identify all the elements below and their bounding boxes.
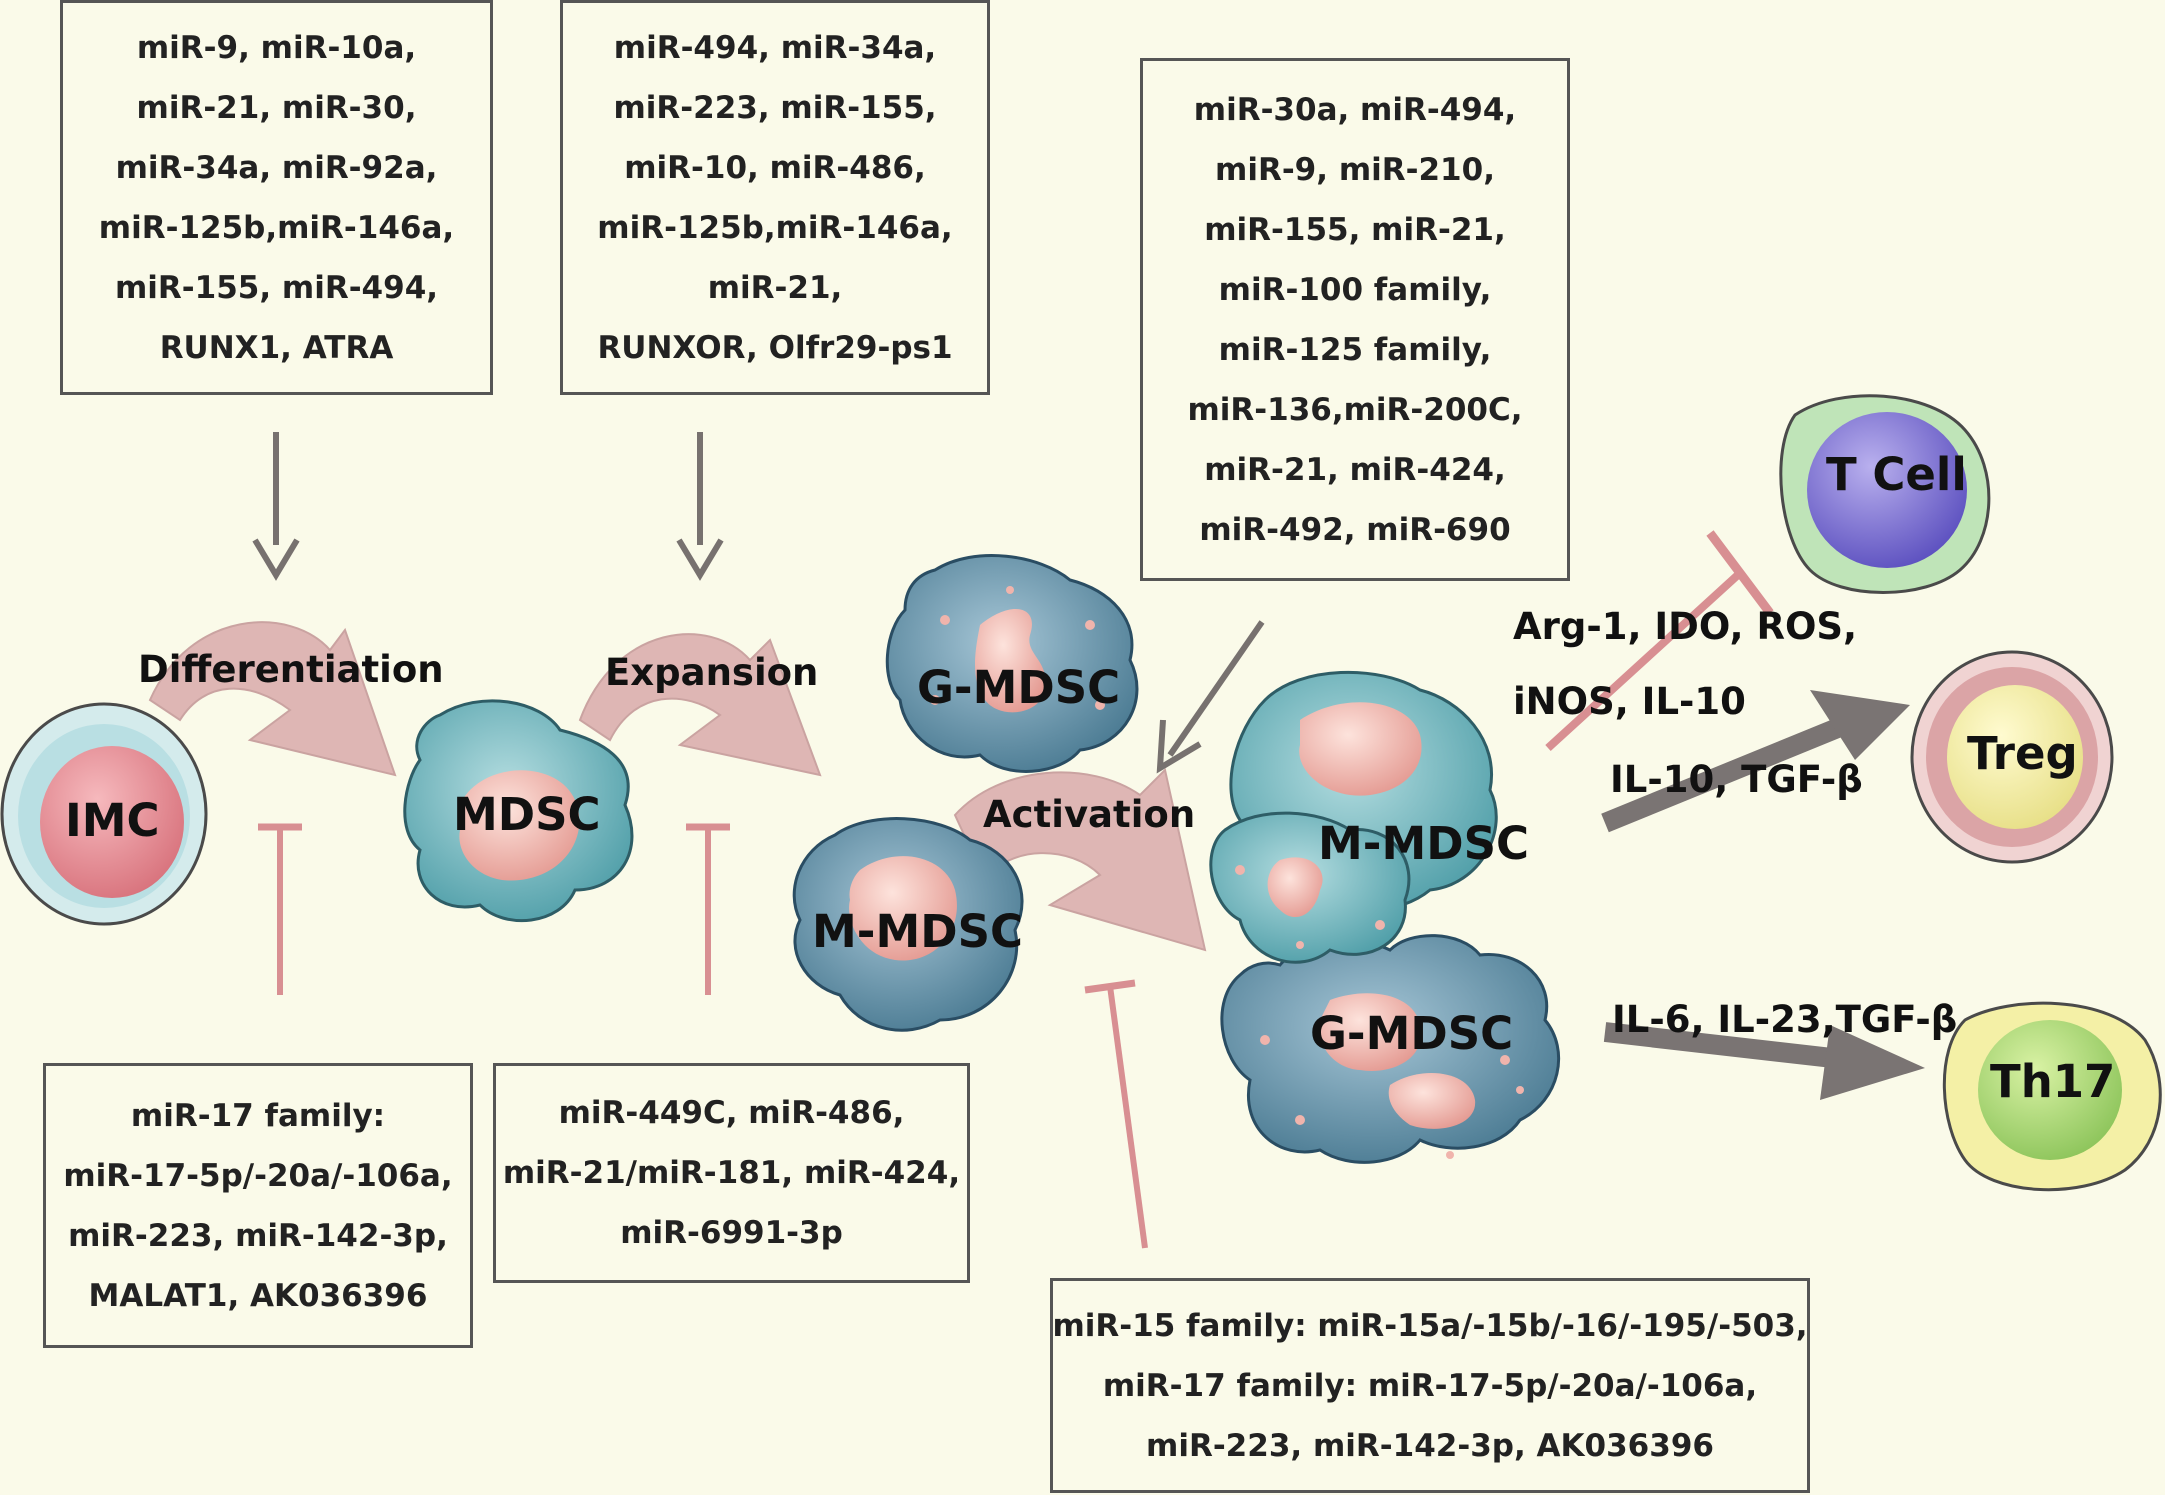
- process-arrow-activation: [953, 768, 1207, 952]
- box-line: miR-449C, miR-486,: [558, 1095, 905, 1131]
- activated-mdsc-cluster: [1209, 670, 1561, 1164]
- th17-cell: [1942, 1001, 2162, 1192]
- box-line: miR-100 family,: [1218, 271, 1492, 308]
- g-mdsc-cell-top: [885, 554, 1139, 773]
- expansion-label: Expansion: [605, 651, 819, 694]
- expansion-inhibitors-box: miR-449C, miR-486, miR-21/miR-181, miR-4…: [493, 1063, 970, 1283]
- box-line: miR-21/miR-181, miR-424,: [502, 1155, 961, 1191]
- treg-cell: [1910, 650, 2114, 864]
- arrow-to-treg: [1601, 690, 1910, 833]
- differentiation-label: Differentiation: [138, 648, 444, 691]
- treg-label: Treg: [1967, 727, 2078, 780]
- t-cell: [1779, 394, 1991, 594]
- imc-label: IMC: [65, 794, 160, 847]
- differentiation-promoters-box: miR-9, miR-10a, miR-21, miR-30, miR-34a,…: [60, 0, 493, 395]
- box-line: miR-34a, miR-92a,: [115, 149, 438, 186]
- differentiation-inhibitors-box: miR-17 family: miR-17-5p/-20a/-106a, miR…: [43, 1063, 473, 1348]
- box-line: miR-136,miR-200C,: [1187, 391, 1523, 428]
- t-cell-label: T Cell: [1826, 448, 1967, 501]
- box-line: miR-223, miR-142-3p, AK036396: [1146, 1427, 1714, 1464]
- promote-arrow-differentiation: [252, 432, 300, 581]
- box-line: MALAT1, AK036396: [88, 1277, 428, 1314]
- box-line: miR-223, miR-155,: [613, 89, 937, 126]
- mdsc-label: MDSC: [453, 788, 601, 841]
- box-line: miR-17-5p/-20a/-106a,: [63, 1157, 453, 1194]
- box-line: miR-223, miR-142-3p,: [68, 1217, 448, 1254]
- box-line: miR-15 family: miR-15a/-15b/-16/-195/-50…: [1052, 1307, 1808, 1344]
- box-line: miR-6991-3p: [620, 1215, 843, 1251]
- box-line: miR-21,: [707, 269, 843, 306]
- inhibit-bar-t-cell: [1545, 530, 1774, 751]
- inhibit-bar-expansion: [686, 823, 730, 995]
- activation-inhibitors-box: miR-15 family: miR-15a/-15b/-16/-195/-50…: [1050, 1278, 1810, 1493]
- inhibit-bar-activation: [1084, 979, 1148, 1249]
- arrow-to-th17: [1603, 1022, 1925, 1100]
- g-mdsc-top-label: G-MDSC: [917, 661, 1121, 714]
- box-line: miR-17 family: miR-17-5p/-20a/-106a,: [1102, 1367, 1758, 1404]
- th17-label: Th17: [1990, 1055, 2116, 1108]
- box-line: miR-125 family,: [1218, 331, 1492, 368]
- box-line: miR-30a, miR-494,: [1193, 91, 1517, 128]
- box-line: miR-21, miR-424,: [1204, 451, 1506, 488]
- box-line: miR-10, miR-486,: [624, 149, 926, 186]
- g-mdsc-cluster-label: G-MDSC: [1310, 1007, 1514, 1060]
- treg-induction-factors: IL-10, TGF-β: [1610, 758, 1863, 801]
- m-mdsc-left-label: M-MDSC: [812, 905, 1024, 958]
- box-line: miR-492, miR-690: [1199, 511, 1511, 548]
- box-line: miR-21, miR-30,: [136, 89, 417, 126]
- box-line: miR-9, miR-10a,: [136, 29, 417, 66]
- inhibit-bar-differentiation: [258, 823, 302, 995]
- mdsc-cell: [403, 699, 634, 923]
- m-mdsc-cell-left: [792, 817, 1024, 1032]
- imc-cell: [0, 702, 208, 926]
- box-line: miR-125b,miR-146a,: [597, 209, 953, 246]
- box-line: RUNXOR, Olfr29-ps1: [597, 329, 953, 366]
- box-line: miR-9, miR-210,: [1215, 151, 1495, 188]
- process-arrow-differentiation: [148, 621, 397, 777]
- process-arrow-expansion: [578, 633, 822, 777]
- box-line: RUNX1, ATRA: [159, 329, 394, 366]
- box-line: miR-494, miR-34a,: [613, 29, 937, 66]
- box-line: miR-17 family:: [130, 1097, 386, 1134]
- box-line: miR-155, miR-494,: [114, 269, 439, 306]
- expansion-promoters-box: miR-494, miR-34a, miR-223, miR-155, miR-…: [560, 0, 990, 395]
- activation-promoters-box: miR-30a, miR-494, miR-9, miR-210, miR-15…: [1140, 58, 1570, 581]
- box-line: miR-155, miR-21,: [1204, 211, 1506, 248]
- t-cell-suppression-factors-line2: iNOS, IL-10: [1513, 680, 1746, 723]
- promote-arrow-activation: [1156, 620, 1265, 774]
- m-mdsc-cluster-label: M-MDSC: [1318, 817, 1530, 870]
- t-cell-suppression-factors-line1: Arg-1, IDO, ROS,: [1513, 605, 1858, 648]
- box-line: miR-125b,miR-146a,: [98, 209, 455, 246]
- activation-label: Activation: [983, 793, 1196, 836]
- promote-arrow-expansion: [676, 432, 724, 581]
- th17-induction-factors: IL-6, IL-23,TGF-β: [1612, 998, 1958, 1041]
